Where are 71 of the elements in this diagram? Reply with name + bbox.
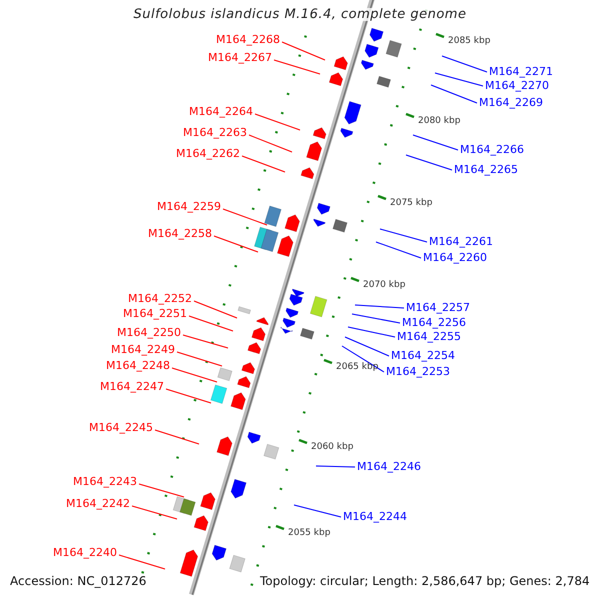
leader-line (118, 554, 166, 570)
leader-line (172, 368, 218, 382)
leader-line (294, 504, 342, 518)
gene-label: M164_2258 (148, 227, 212, 240)
gene-label: M164_2257 (406, 301, 470, 314)
gene-label: M164_2240 (53, 546, 117, 559)
gene-label: M164_2254 (391, 349, 455, 362)
gene-label: M164_2251 (123, 307, 187, 320)
gene-label: M164_2255 (397, 330, 461, 343)
leader-line (434, 72, 484, 86)
leader-line (138, 484, 184, 498)
gene-label: M164_2271 (489, 65, 553, 78)
leader-line (188, 316, 234, 332)
scale-label: 2055 kbp (288, 528, 330, 539)
leader-line (242, 156, 286, 172)
gene-label: M164_2265 (454, 163, 518, 176)
topology-text: Topology: circular; Length: 2,586,647 bp; Genes: 2,784 (260, 574, 590, 589)
leader-line (442, 56, 488, 72)
leader-line (214, 236, 258, 252)
accession-text: Accession: NC_012726 (10, 574, 146, 589)
leader-line (406, 154, 452, 170)
leader-line (254, 114, 300, 130)
leader-line (166, 388, 212, 404)
scale-label: 2060 kbp (311, 442, 354, 453)
leader-line (376, 242, 422, 258)
leader-line (344, 336, 390, 356)
gene-label: M164_2249 (111, 343, 175, 356)
gene-label: M164_2259 (157, 200, 221, 213)
gene-label: M164_2246 (357, 460, 421, 473)
leader-line (352, 314, 400, 324)
gene-label: M164_2267 (208, 51, 272, 64)
leader-line (430, 84, 478, 104)
leader-line (354, 304, 404, 308)
gene-label: M164_2260 (423, 251, 487, 264)
leader-line (248, 134, 292, 152)
scale-label: 2085 kbp (448, 36, 490, 47)
gene-label: M164_2261 (429, 235, 493, 248)
gene-label: M164_2269 (479, 96, 543, 109)
gene-label: M164_2248 (106, 359, 170, 372)
gene-label: M164_2270 (485, 79, 549, 92)
leader-line (380, 228, 428, 242)
scale-label: 2080 kbp (418, 116, 460, 127)
gene-label: M164_2268 (216, 33, 280, 46)
gene-label: M164_2262 (176, 147, 240, 160)
gene-label: M164_2264 (189, 105, 253, 118)
leader-line (222, 208, 268, 226)
leader-line (132, 506, 178, 520)
leader-line (348, 326, 396, 338)
leader-line (282, 42, 326, 60)
gene-label: M164_2247 (100, 380, 164, 393)
leader-line (182, 334, 228, 348)
gene-label: M164_2243 (73, 475, 137, 488)
gene-label: M164_2263 (183, 126, 247, 139)
scale-label: 2065 kbp (336, 362, 378, 373)
leader-line (316, 466, 356, 468)
gene-label: M164_2253 (386, 365, 450, 378)
gene-label: M164_2256 (402, 316, 466, 329)
scale-label: 2070 kbp (363, 280, 406, 291)
leader-line (176, 352, 222, 366)
leader-line (194, 300, 238, 318)
gene-label: M164_2266 (460, 143, 524, 156)
gene-label: M164_2252 (128, 292, 192, 305)
gene-label: M164_2244 (343, 510, 407, 523)
leader-line (154, 430, 200, 444)
scale-label: 2075 kbp (390, 198, 432, 209)
leader-line (342, 346, 384, 372)
gene-label: M164_2250 (117, 326, 181, 339)
gene-label: M164_2242 (66, 497, 130, 510)
gene-label: M164_2245 (89, 421, 153, 434)
leader-line (274, 60, 320, 74)
leader-line (412, 134, 458, 150)
